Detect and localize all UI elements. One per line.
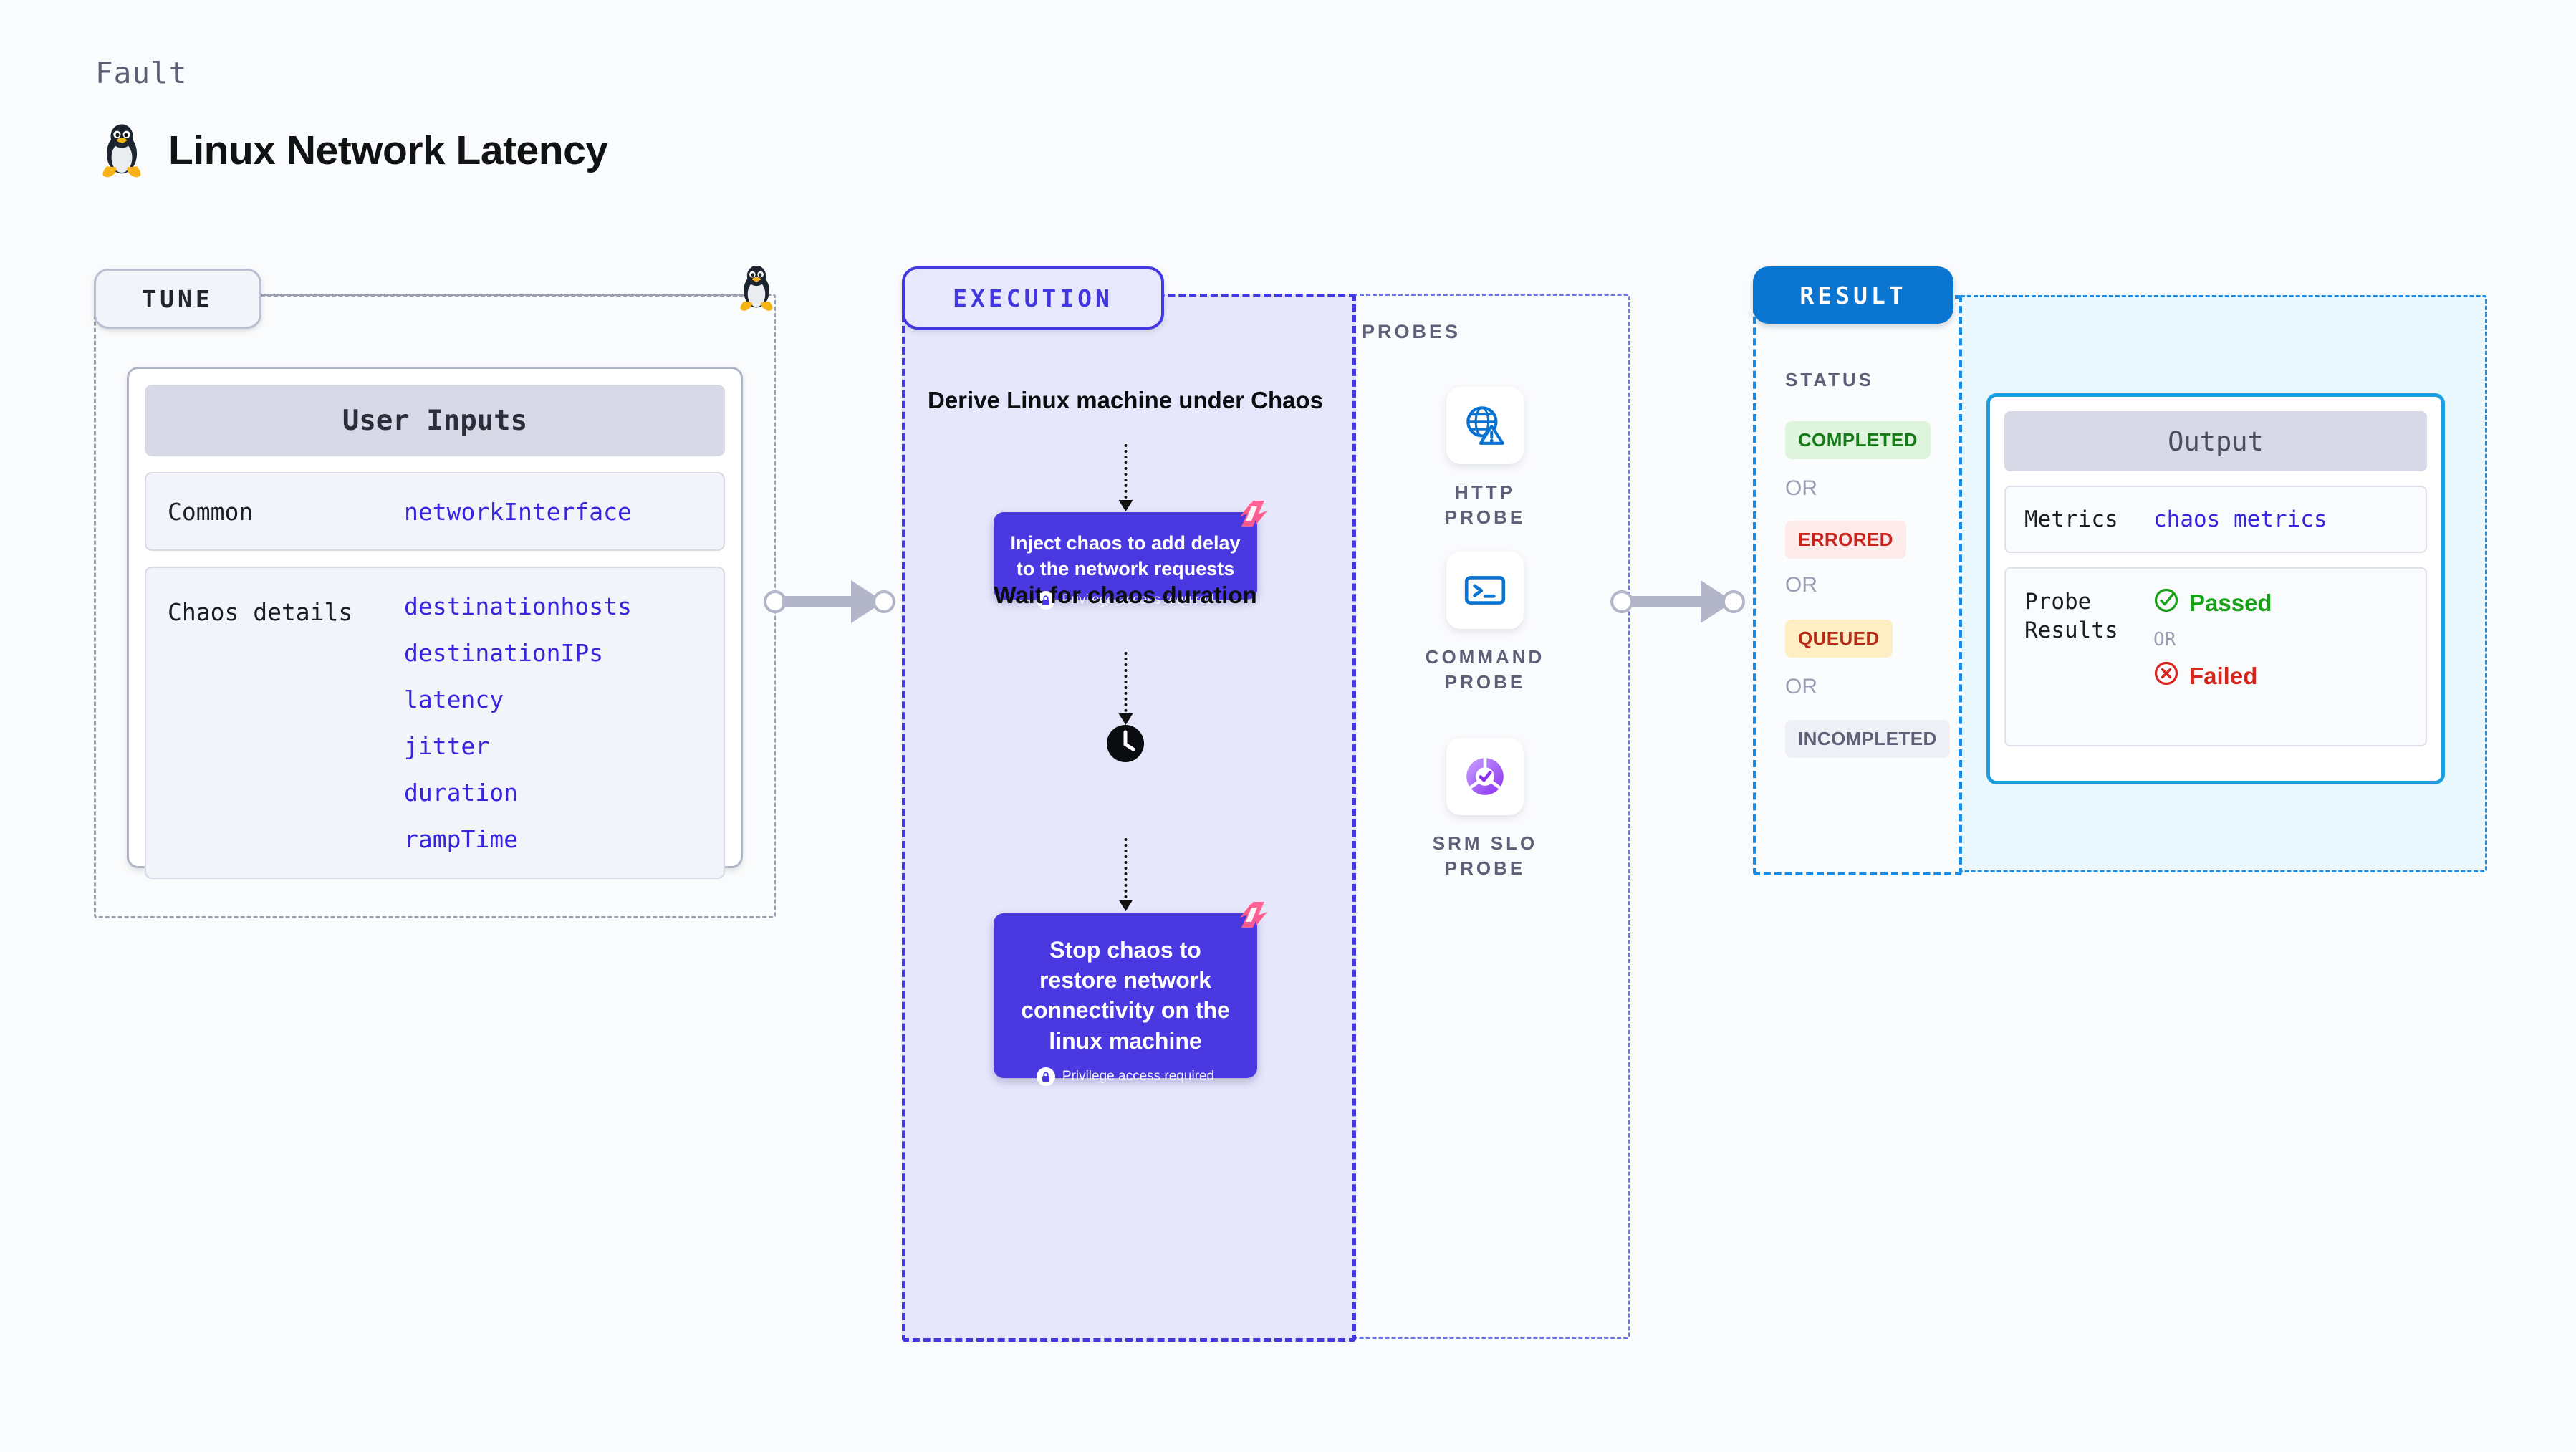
or-separator: OR [1785, 573, 1817, 597]
probe-result-failed: Failed [2153, 660, 2272, 692]
param-value[interactable]: networkInterface [404, 497, 632, 526]
slo-check-icon [1446, 738, 1524, 815]
status-label: STATUS [1785, 369, 1875, 390]
probe-http[interactable]: HTTP PROBE [1424, 387, 1546, 530]
step-label: Stop chaos to restore network connectivi… [1021, 937, 1230, 1054]
page-title-row: Linux Network Latency [95, 122, 608, 179]
page-title: Linux Network Latency [168, 128, 608, 173]
terminal-icon [1446, 552, 1524, 629]
page-kicker: Fault [95, 56, 188, 90]
flow-arrow [1118, 838, 1133, 911]
row-label: Common [168, 497, 254, 526]
failed-label: Failed [2189, 663, 2258, 689]
output-row-metrics: Metrics chaos metrics [2004, 486, 2427, 553]
privilege-note: Privilege access required [1008, 1067, 1243, 1086]
tune-connector-line [254, 294, 763, 297]
metrics-value[interactable]: chaos metrics [2153, 506, 2327, 532]
probes-to-result-arrow [1610, 580, 1761, 623]
row-label: Probe Results [2024, 589, 2118, 644]
lock-icon [1036, 1067, 1055, 1086]
execution-step-stop-chaos-card[interactable]: Stop chaos to restore network connectivi… [994, 902, 1267, 1086]
lock-icon [1036, 590, 1055, 610]
row-label: Metrics [2024, 506, 2118, 532]
probe-label: COMMAND PROBE [1425, 646, 1545, 693]
or-separator: OR [1785, 675, 1817, 698]
probes-region [1344, 294, 1630, 1339]
execution-step-derive-label: Derive Linux machine under Chaos [928, 387, 1323, 413]
status-badge-errored: ERRORED [1785, 521, 1906, 559]
step-label: Inject chaos to add delay to the network… [1010, 532, 1241, 580]
execution-step-inject-chaos-card[interactable]: Inject chaos to add delay to the network… [994, 501, 1267, 610]
tune-to-execution-arrow [764, 580, 908, 623]
param-value[interactable]: latency [404, 686, 504, 713]
or-separator: OR [2153, 629, 2176, 650]
flow-arrow [1118, 652, 1133, 725]
probe-result-passed: Passed [2153, 587, 2272, 619]
output-card: Output Metrics chaos metrics Probe Resul… [1986, 393, 2445, 784]
row-label: Chaos details [168, 598, 353, 626]
harness-logo-icon [1237, 899, 1270, 934]
param-value[interactable]: destinationIPs [404, 639, 604, 667]
or-separator: OR [1785, 476, 1817, 500]
privilege-text: Privilege access required [1062, 592, 1215, 607]
tune-penguin-icon [734, 264, 779, 316]
user-inputs-header: User Inputs [145, 385, 725, 456]
probe-command[interactable]: COMMAND PROBE [1424, 552, 1546, 695]
probe-label: HTTP PROBE [1444, 481, 1526, 529]
tune-pill[interactable]: TUNE [94, 269, 261, 329]
user-inputs-row-chaos-details: Chaos details destinationhosts destinati… [145, 567, 725, 879]
privilege-text: Privilege access required [1062, 1068, 1215, 1084]
status-badge-incompleted: INCOMPLETED [1785, 720, 1950, 758]
param-value[interactable]: destinationhosts [404, 592, 632, 620]
privilege-note: Privilege access required [1008, 590, 1243, 610]
probe-label: SRM SLO PROBE [1432, 832, 1538, 880]
passed-label: Passed [2189, 590, 2272, 616]
param-value[interactable]: duration [404, 779, 518, 807]
execution-region [902, 294, 1356, 1342]
probe-srm-slo[interactable]: SRM SLO PROBE [1424, 738, 1546, 881]
result-region [1753, 295, 1962, 875]
harness-logo-icon [1237, 498, 1270, 533]
globe-warning-icon [1446, 387, 1524, 464]
user-inputs-card: User Inputs Common networkInterface Chao… [127, 367, 743, 879]
probes-label: PROBES [1362, 321, 1461, 342]
execution-flow: Derive Linux machine under Chaos Inject … [902, 294, 1349, 1335]
clock-icon [1105, 723, 1145, 767]
param-value[interactable]: jitter [404, 732, 490, 760]
check-circle-icon [2153, 587, 2179, 619]
result-pill[interactable]: RESULT [1753, 266, 1953, 324]
execution-step-wait-label: Wait for chaos duration [994, 582, 1257, 608]
x-circle-icon [2153, 660, 2179, 692]
output-row-probe-results: Probe Results Passed OR [2004, 567, 2427, 746]
linux-penguin-icon [95, 122, 148, 179]
execution-pill[interactable]: EXECUTION [902, 266, 1164, 330]
output-header: Output [2004, 411, 2427, 471]
param-value[interactable]: rampTime [404, 825, 518, 853]
flow-arrow [1118, 444, 1133, 511]
status-badge-completed: COMPLETED [1785, 421, 1931, 459]
user-inputs-row-common: Common networkInterface [145, 472, 725, 551]
status-badge-queued: QUEUED [1785, 620, 1893, 658]
